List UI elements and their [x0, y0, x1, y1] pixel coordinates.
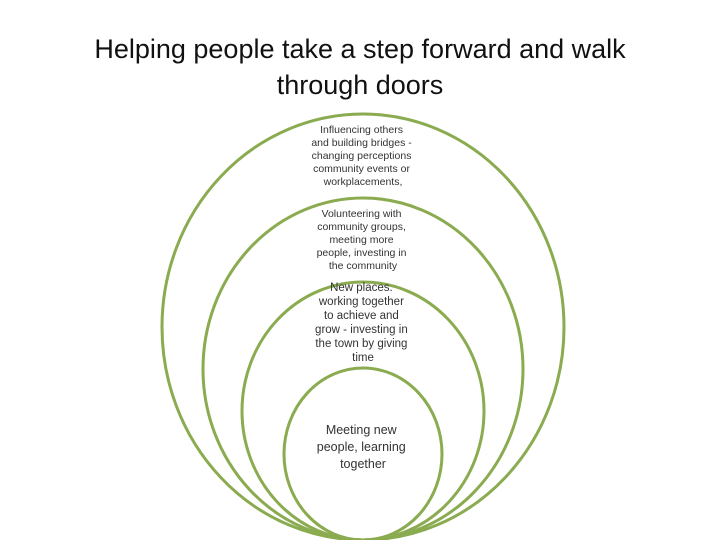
- outer-ring-label-line: Influencing others: [320, 124, 403, 136]
- inner-ring-label-line: people, learning: [317, 440, 406, 454]
- inner-ring-label-line: Meeting new: [326, 423, 398, 437]
- second-ring-label-line: the community: [329, 260, 398, 272]
- inner-ring-label: Meeting new people, learning together: [317, 423, 409, 471]
- third-ring-label-line: New places.: [330, 282, 393, 294]
- second-ring-label-line: Volunteering with: [322, 208, 402, 220]
- title-line-2: through doors: [276, 70, 444, 100]
- third-ring-label-line: to achieve and: [324, 310, 399, 322]
- third-ring-label-line: time: [352, 352, 374, 364]
- title-line-1: Helping people take a step forward and w…: [94, 34, 626, 64]
- slide-title: Helping people take a step forward and w…: [20, 31, 700, 103]
- second-ring: [201, 196, 525, 540]
- third-ring-label-line: grow - investing in: [315, 324, 408, 336]
- third-ring: [240, 280, 486, 540]
- outer-ring-label-line: changing perceptions: [312, 150, 412, 162]
- outer-ring-label: Influencing others and building bridges …: [311, 124, 414, 188]
- inner-ring: [282, 366, 444, 540]
- outer-ring-label-line: community events or: [313, 163, 410, 175]
- inner-ring-label-line: together: [340, 457, 386, 471]
- third-ring-label: New places. working together to achieve …: [315, 282, 411, 364]
- outer-ring-label-line: and building bridges -: [311, 137, 412, 149]
- outer-ring-label-line: workplacements,: [323, 176, 403, 188]
- third-ring-label-line: the town by giving: [315, 338, 407, 350]
- second-ring-label-line: meeting more: [329, 234, 393, 246]
- outer-ring: [160, 112, 566, 540]
- third-ring-label-line: working together: [318, 296, 404, 308]
- second-ring-label-line: people, investing in: [317, 247, 407, 259]
- second-ring-label-line: community groups,: [317, 221, 406, 233]
- second-ring-label: Volunteering with community groups, meet…: [317, 208, 410, 272]
